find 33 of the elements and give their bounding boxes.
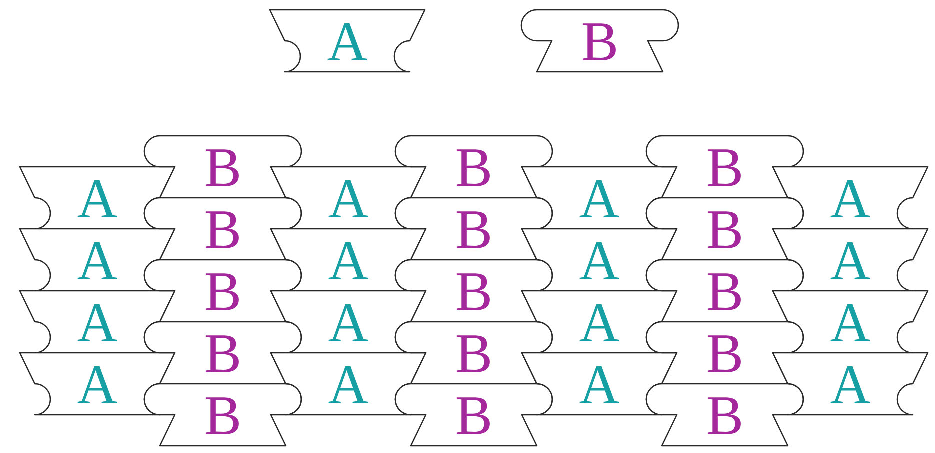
- tile: B: [520, 9, 680, 73]
- tile: B: [646, 383, 804, 447]
- tile: A: [772, 228, 929, 292]
- tile: B: [394, 135, 554, 199]
- tile: A: [270, 228, 427, 292]
- tile: B: [144, 383, 302, 447]
- tile: B: [394, 197, 554, 261]
- tile: B: [144, 135, 302, 199]
- tile: A: [19, 290, 176, 354]
- tile: B: [144, 259, 302, 323]
- tile: A: [772, 352, 929, 416]
- tile: B: [144, 321, 302, 385]
- tile: A: [270, 290, 427, 354]
- tile: A: [19, 166, 176, 230]
- tile: B: [646, 135, 804, 199]
- tile: B: [646, 321, 804, 385]
- tile: B: [144, 197, 302, 261]
- tile: B: [394, 259, 554, 323]
- tile: A: [521, 228, 678, 292]
- tile: A: [772, 166, 929, 230]
- tile: A: [269, 9, 426, 73]
- tile: A: [521, 352, 678, 416]
- tile: B: [646, 197, 804, 261]
- tile: A: [270, 352, 427, 416]
- tile: A: [521, 166, 678, 230]
- tile: A: [772, 290, 929, 354]
- tile: B: [394, 383, 554, 447]
- tile: B: [394, 321, 554, 385]
- tile: A: [19, 228, 176, 292]
- tile: A: [270, 166, 427, 230]
- tile: A: [521, 290, 678, 354]
- tile: B: [646, 259, 804, 323]
- tile: A: [19, 352, 176, 416]
